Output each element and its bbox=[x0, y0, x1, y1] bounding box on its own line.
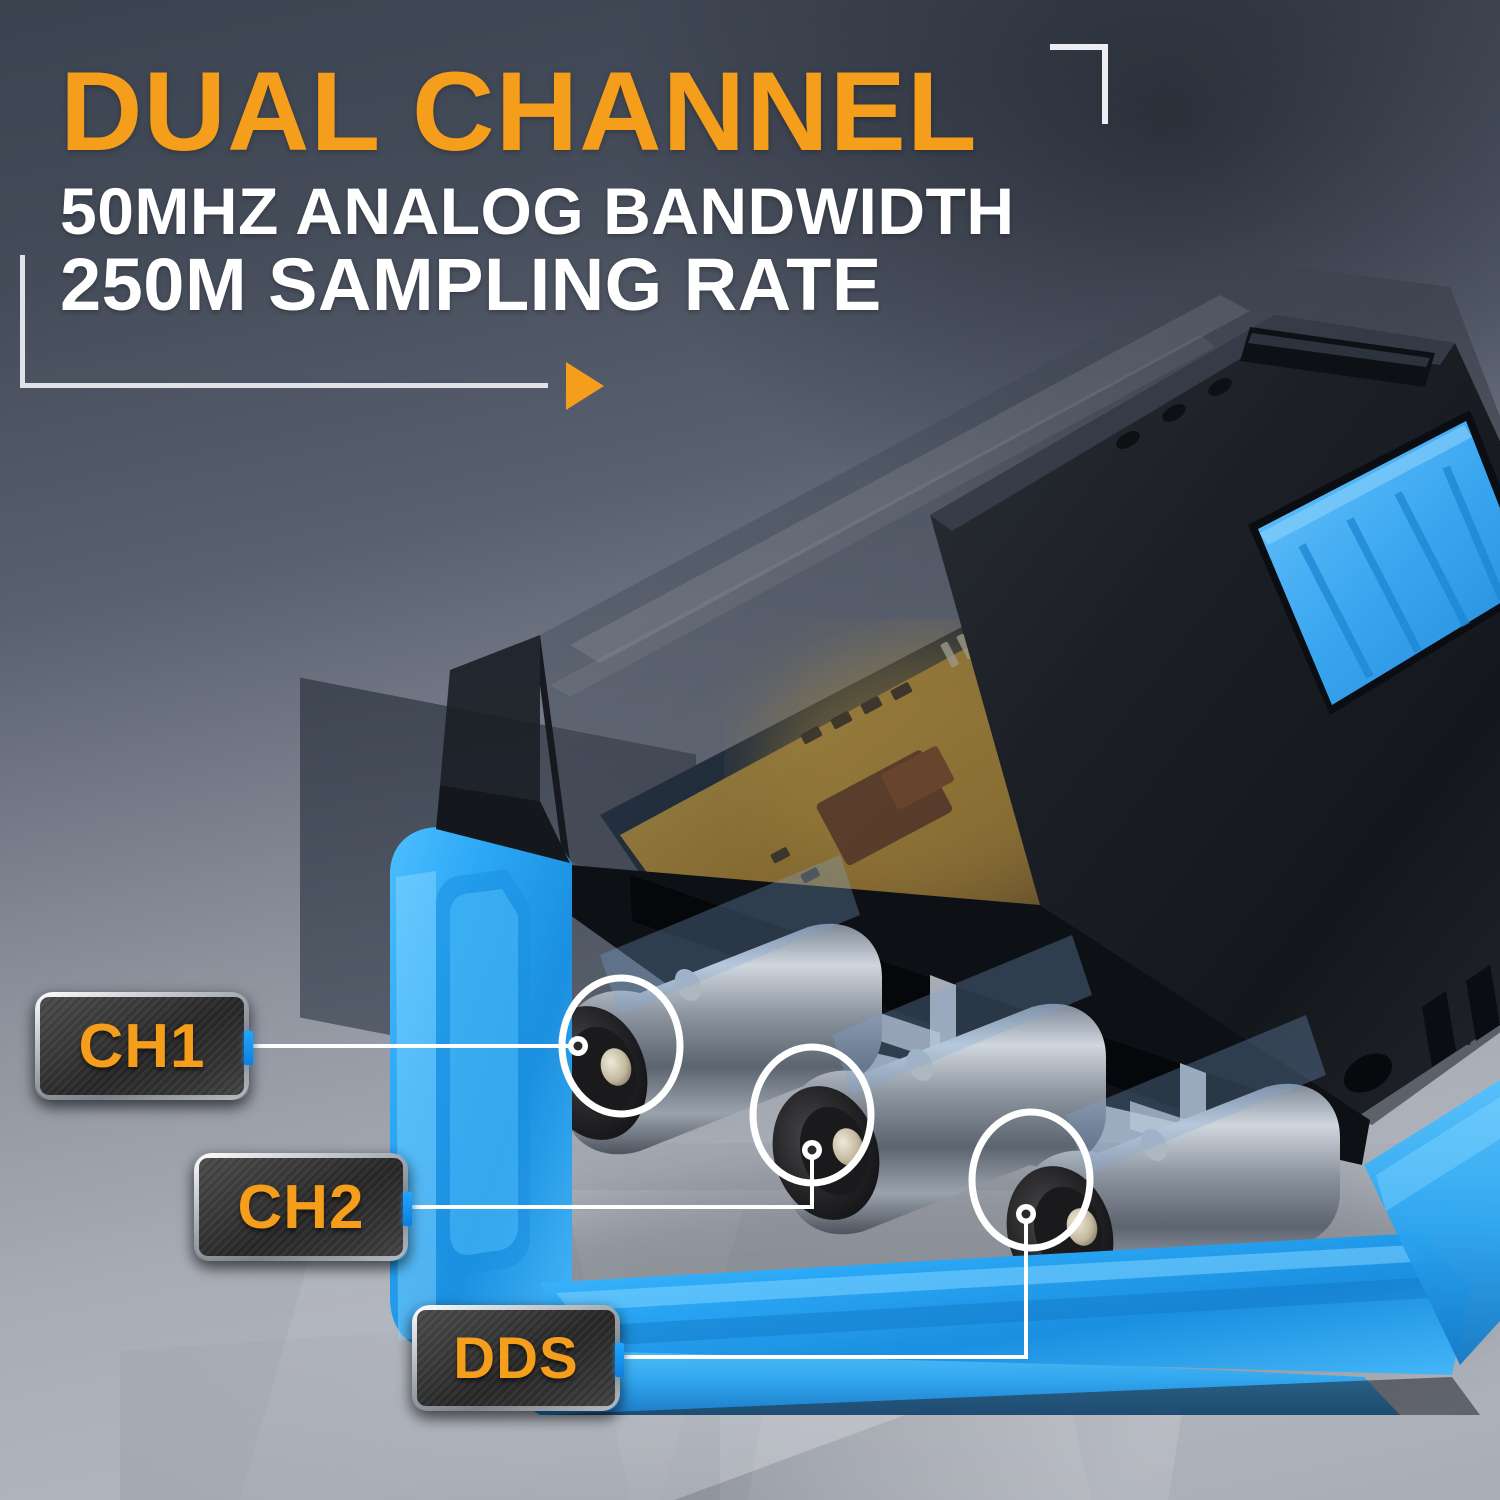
right-arrow-icon bbox=[566, 362, 604, 410]
callout-badge-ch2[interactable]: CH2 bbox=[194, 1153, 412, 1261]
device-top-shell bbox=[930, 315, 1500, 1115]
vent-slots bbox=[1422, 965, 1500, 1067]
headline-block: DUAL CHANNEL 50MHZ ANALOG BANDWIDTH 250M… bbox=[60, 56, 1140, 326]
callout-label-ch2: CH2 bbox=[237, 1172, 365, 1242]
page-title: DUAL CHANNEL bbox=[60, 49, 978, 174]
product-illustration bbox=[240, 215, 1500, 1415]
callout-accent-tab-dds bbox=[615, 1343, 624, 1377]
l-bracket-vertical bbox=[20, 255, 25, 388]
headline-subtitle-bandwidth: 50MHZ ANALOG BANDWIDTH bbox=[60, 173, 1015, 248]
corner-bracket-icon bbox=[1050, 44, 1108, 124]
grip-panel bbox=[1248, 410, 1500, 715]
callout-dds[interactable]: DDS bbox=[412, 1305, 624, 1411]
callout-accent-tab-ch2 bbox=[403, 1192, 412, 1226]
corner-bracket-vertical bbox=[1102, 44, 1108, 124]
callout-ch1[interactable]: CH1 bbox=[35, 992, 253, 1100]
callout-accent-tab-ch1 bbox=[244, 1031, 253, 1065]
callout-label-ch1: CH1 bbox=[78, 1011, 206, 1081]
l-bracket-horizontal bbox=[20, 383, 548, 388]
headline-subtitle-sampling: 250M SAMPLING RATE bbox=[60, 242, 882, 326]
callout-badge-ch1[interactable]: CH1 bbox=[35, 992, 253, 1100]
callout-badge-dds[interactable]: DDS bbox=[412, 1305, 624, 1411]
callout-ch2[interactable]: CH2 bbox=[194, 1153, 412, 1261]
callout-label-dds: DDS bbox=[453, 1325, 579, 1391]
corner-bracket-horizontal bbox=[1050, 44, 1108, 50]
